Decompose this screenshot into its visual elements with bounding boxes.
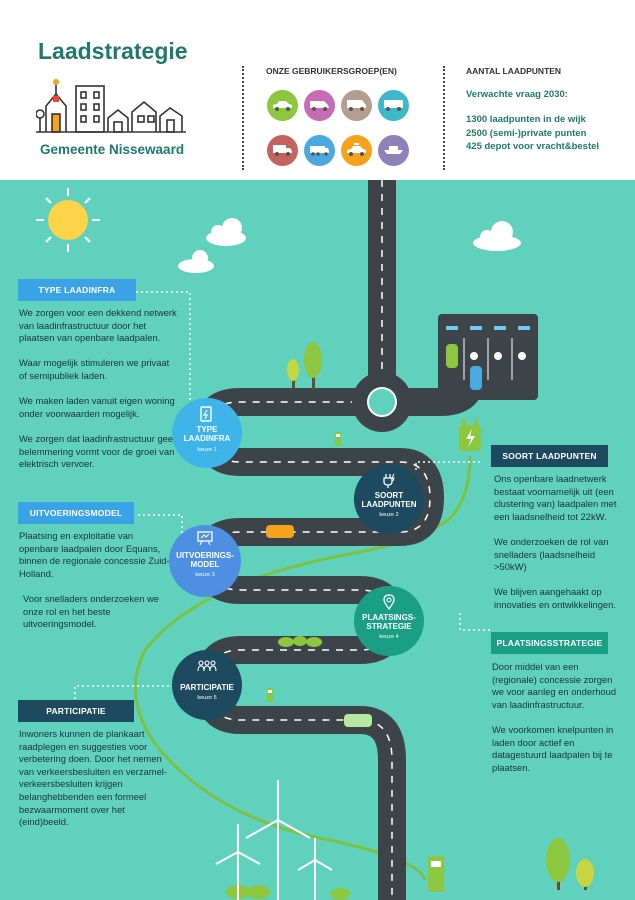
bubble-label: STRATEGIE	[366, 622, 412, 631]
tag-type-laadinfra: TYPE LAADINFRA	[18, 279, 136, 301]
road	[194, 180, 484, 900]
tag-uitvoeringsmodel: UITVOERINGSMODEL	[18, 502, 134, 524]
bubble-keuze: keuze 4	[379, 634, 399, 640]
car-icon	[267, 90, 298, 121]
divider	[242, 66, 244, 170]
choice-bubble-uitvoeringsmodel[interactable]: UITVOERINGS- MODEL keuze 3	[169, 525, 241, 597]
count-line: 1300 laadpunten in de wijk	[466, 114, 586, 125]
camper-icon	[341, 90, 372, 121]
header: Laadstrategie Gemeente Nissewaard ONZE G…	[0, 0, 635, 180]
paragraph: Waar mogelijk stimuleren we privaat of s…	[19, 357, 170, 381]
charge-point-counts: 1300 laadpunten in de wijk 2500 (semi-)p…	[466, 113, 599, 154]
tag-soort-laadpunten: SOORT LAADPUNTEN	[491, 445, 608, 467]
town-illustration-icon	[36, 79, 186, 133]
choice-bubble-participatie[interactable]: PARTICIPATIE keuze 5	[172, 650, 242, 720]
charge-points-title: AANTAL LAADPUNTEN	[466, 66, 562, 76]
paragraph: Inwoners kunnen de plankaart raadplegen …	[19, 728, 167, 828]
bubble-label: LAADPUNTEN	[361, 500, 417, 509]
plug-icon	[459, 418, 481, 451]
bubble-label: MODEL	[190, 560, 220, 569]
choice-bubble-soort-laadpunten[interactable]: SOORT LAADPUNTEN keuze 2	[354, 464, 424, 534]
bubble-label: LAADINFRA	[183, 434, 231, 443]
bubble-keuze: keuze 1	[197, 447, 217, 453]
people-icon	[197, 660, 217, 672]
charging-station-icon	[428, 856, 444, 892]
bubble-keuze: keuze 2	[379, 512, 399, 518]
type-laadinfra-text: We zorgen voor een dekkend netwerk van l…	[19, 307, 179, 471]
paragraph: Door middel van een (regionale) concessi…	[492, 661, 617, 710]
location-pin-icon	[383, 594, 395, 610]
bubble-label: SOORT	[374, 491, 404, 500]
delivery-truck-icon	[267, 135, 298, 166]
parked-car-icon	[446, 344, 458, 368]
page-title: Laadstrategie	[38, 38, 188, 64]
municipality-name: Gemeente Nissewaard	[40, 142, 185, 157]
participatie-text: Inwoners kunnen de plankaart raadplegen …	[19, 728, 171, 829]
choice-bubble-plaatsingsstrategie[interactable]: PLAATSINGS- STRATEGIE keuze 4	[354, 586, 424, 656]
divider	[443, 66, 445, 170]
plaatsingsstrategie-text: Door middel van een (regionale) concessi…	[492, 661, 624, 774]
count-line: 425 depot voor vracht&bestel	[466, 141, 600, 152]
paragraph: We zorgen voor een dekkend netwerk van l…	[19, 307, 177, 344]
bubble-label: PLAATSINGS-	[362, 613, 416, 622]
paragraph: Ons openbare laadnetwerk bestaat voornam…	[494, 473, 617, 522]
paragraph: We voorkomen knelpunten in laden door ac…	[492, 723, 614, 773]
paragraph: We maken laden vanuit eigen woning onder…	[19, 395, 175, 419]
bubble-label: TYPE	[196, 425, 218, 434]
expected-demand-label: Verwachte vraag 2030:	[466, 89, 568, 100]
charging-station-icon	[200, 406, 212, 422]
choice-bubble-type-laadinfra[interactable]: TYPE LAADINFRA keuze 1	[172, 398, 242, 468]
paragraph: We blijven aangehaakt op innovaties en o…	[494, 586, 616, 610]
paragraph: Voor snelladers onderzoeken we onze rol …	[23, 592, 160, 630]
paragraph: Plaatsing en exploitatie van openbare la…	[19, 530, 170, 579]
cloud-icon	[206, 218, 246, 246]
boat-icon	[378, 135, 409, 166]
user-groups-title: ONZE GEBRUIKERSGROEP(EN)	[266, 66, 397, 76]
bubble-keuze: keuze 5	[197, 695, 217, 701]
van-icon	[304, 90, 335, 121]
cloud-icon	[473, 221, 521, 251]
paragraph: We onderzoeken de rol van snelladers (la…	[494, 535, 609, 573]
taxi-icon	[341, 135, 372, 166]
bubble-label: UITVOERINGS-	[176, 551, 234, 560]
plug-bolt-icon	[383, 473, 395, 488]
tag-participatie: PARTICIPATIE	[18, 700, 134, 722]
soort-laadpunten-text: Ons openbare laadnetwerk bestaat voornam…	[494, 473, 630, 612]
bush-icon	[226, 636, 350, 900]
tag-plaatsingsstrategie: PLAATSINGSSTRATEGIE	[491, 632, 608, 654]
uitvoeringsmodel-text: Plaatsing en exploitatie van openbare la…	[19, 530, 175, 631]
charging-pole-icon	[335, 432, 341, 446]
count-line: 2500 (semi-)private punten	[466, 127, 587, 139]
paragraph: We zorgen dat laadinfrastructuur geen be…	[19, 432, 179, 470]
car-on-road-icon	[266, 525, 294, 538]
charging-pole-icon	[267, 688, 273, 702]
wind-turbine-icon	[215, 780, 333, 900]
tree-icon	[546, 838, 594, 890]
parked-car-icon	[470, 366, 482, 390]
sun-icon	[36, 188, 100, 252]
presentation-icon	[197, 531, 213, 545]
bubble-keuze: keuze 3	[195, 572, 215, 578]
tree-icon	[287, 342, 322, 390]
truck-icon	[304, 135, 335, 166]
cloud-icon	[178, 250, 214, 273]
bubble-label: PARTICIPATIE	[180, 683, 234, 692]
car-on-road-icon	[344, 714, 372, 727]
bus-icon	[378, 90, 409, 121]
roadmap-scene: TYPE LAADINFRA We zorgen voor een dekken…	[0, 180, 635, 900]
